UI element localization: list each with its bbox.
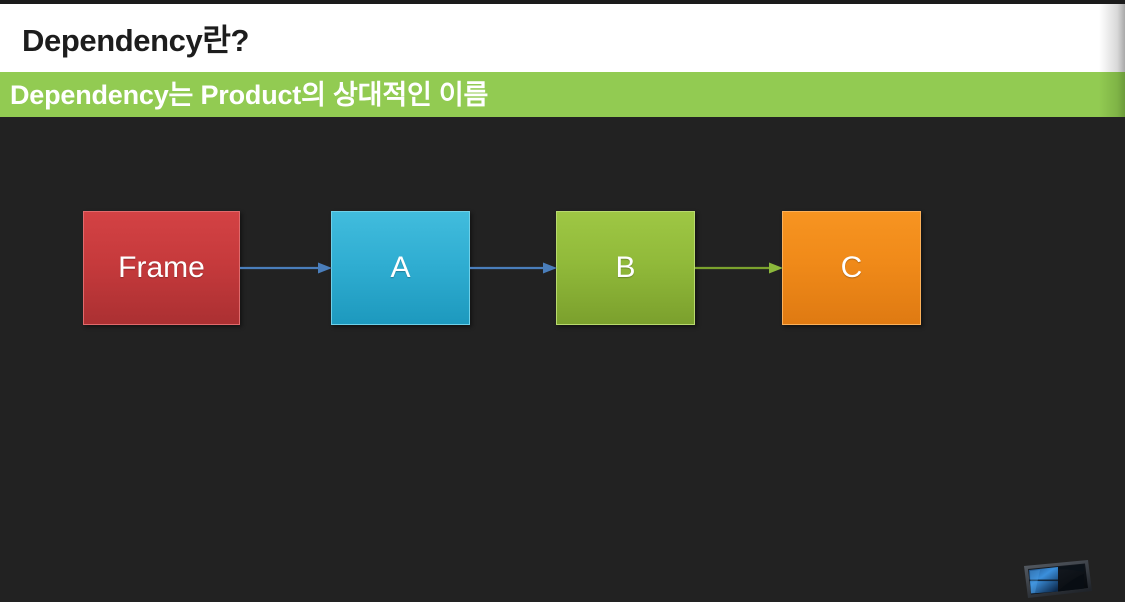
top-edge-strip xyxy=(0,0,1125,4)
node-label-c: C xyxy=(840,251,863,284)
diagram-area: Frame A B C xyxy=(0,117,1125,602)
windows-logo-icon xyxy=(1018,558,1096,600)
node-label-a: A xyxy=(390,251,411,284)
slide-subtitle-band: Dependency는 Product의 상대적인 이름 xyxy=(0,72,1125,117)
node-label-frame: Frame xyxy=(118,251,205,284)
page-title: Dependency란? xyxy=(22,23,249,58)
connector-frame-to-a xyxy=(240,261,332,275)
node-label-b: B xyxy=(615,251,636,284)
connector-a-to-b xyxy=(470,261,557,275)
connector-b-to-c xyxy=(695,261,783,275)
diagram-node-a[interactable]: A xyxy=(331,211,470,325)
diagram-node-b[interactable]: B xyxy=(556,211,695,325)
slide-header-band: Dependency란? xyxy=(0,4,1125,72)
slide-subtitle: Dependency는 Product의 상대적인 이름 xyxy=(10,80,489,110)
diagram-node-c[interactable]: C xyxy=(782,211,921,325)
diagram-node-frame[interactable]: Frame xyxy=(83,211,240,325)
